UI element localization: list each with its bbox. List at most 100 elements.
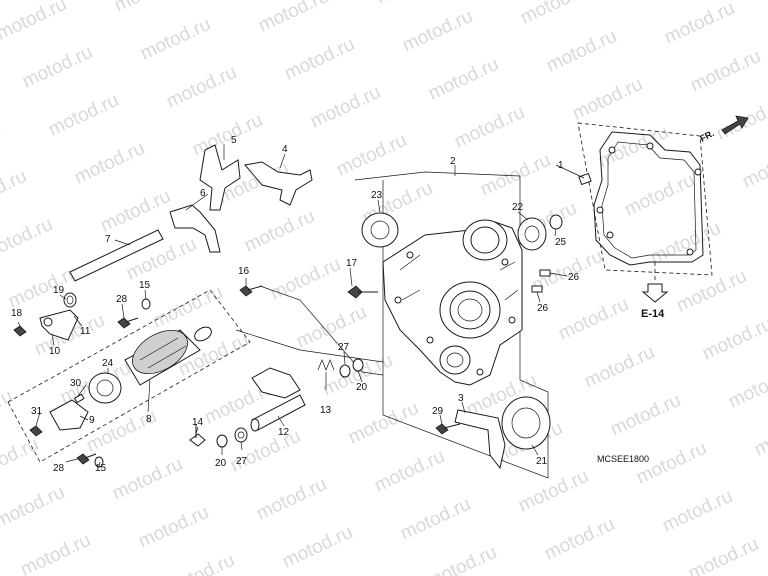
callout-number: 13 bbox=[320, 405, 332, 416]
watermark-text: motod.ru bbox=[111, 0, 188, 17]
watermark-text: motod.ru bbox=[45, 90, 122, 141]
oil-seal bbox=[549, 214, 563, 230]
bearing bbox=[517, 217, 547, 251]
watermark-text: motod.ru bbox=[279, 522, 356, 573]
callout-number: 9 bbox=[89, 415, 95, 426]
watermark-text: motod.ru bbox=[97, 186, 174, 237]
callout-number: 27 bbox=[236, 456, 248, 467]
callout-number: 1 bbox=[558, 160, 564, 171]
callout-number: 28 bbox=[116, 294, 128, 305]
watermark-text: motod.ru bbox=[621, 170, 698, 221]
callout-number: 29 bbox=[432, 406, 444, 417]
callout-number: 30 bbox=[70, 378, 82, 389]
callout-number: 20 bbox=[356, 382, 368, 393]
watermark-text: motod.ru bbox=[581, 342, 658, 393]
callout-number: 6 bbox=[200, 188, 206, 199]
shift-fork bbox=[199, 144, 241, 211]
bearing bbox=[501, 396, 551, 450]
diagram-code: MCSEE1800 bbox=[597, 454, 649, 464]
bolt bbox=[239, 285, 263, 297]
watermark-text: motod.ru bbox=[373, 0, 450, 9]
callout-number: 7 bbox=[105, 234, 111, 245]
right-arrow-icon bbox=[721, 115, 749, 135]
crankcase bbox=[382, 219, 523, 386]
watermark-text: motod.ru bbox=[399, 6, 476, 57]
watermark-text: motod.ru bbox=[699, 314, 768, 365]
callout-number: 24 bbox=[102, 358, 114, 369]
page-reference: E-14 bbox=[641, 262, 669, 320]
watermark-text: motod.ru bbox=[543, 26, 620, 77]
callout-number: 26 bbox=[568, 272, 580, 283]
callout-number: 14 bbox=[192, 417, 204, 428]
group-outlines bbox=[7, 122, 713, 479]
watermark-text: motod.ru bbox=[517, 0, 594, 29]
bearing bbox=[88, 372, 122, 404]
callout-number: 2 bbox=[450, 156, 456, 167]
watermark-text: motod.ru bbox=[725, 362, 768, 413]
drum-center bbox=[49, 399, 89, 431]
bolt bbox=[435, 423, 461, 435]
callout-number: 17 bbox=[346, 258, 358, 269]
watermark-text: motod.ru bbox=[477, 150, 554, 201]
watermark-text: motod.ru bbox=[555, 294, 632, 345]
callout-number: 26 bbox=[537, 303, 549, 314]
watermark-text: motod.ru bbox=[293, 302, 370, 353]
bolt bbox=[347, 285, 378, 299]
watermark-text: motod.ru bbox=[307, 82, 384, 133]
bolt bbox=[117, 317, 139, 329]
gearshift-spindle bbox=[250, 367, 306, 432]
watermark-text: motod.ru bbox=[0, 214, 56, 265]
leader-lines bbox=[17, 144, 568, 468]
watermark-text: motod.ru bbox=[687, 46, 764, 97]
bearing bbox=[361, 212, 399, 248]
watermark-text: motod.ru bbox=[515, 466, 592, 517]
callout-number: 16 bbox=[238, 266, 250, 277]
washer bbox=[216, 434, 228, 448]
callout-number: 11 bbox=[80, 326, 91, 337]
watermark-text: motod.ru bbox=[397, 494, 474, 545]
watermark-text: motod.ru bbox=[17, 530, 94, 576]
watermark-text: motod.ru bbox=[345, 398, 422, 449]
callout-number: 18 bbox=[11, 308, 23, 319]
callout-numbers: 1 2 3 4 5 6 7 8 9 10 11 12 13 14 15 15 1… bbox=[11, 135, 580, 474]
watermark-text: motod.ru bbox=[685, 534, 762, 576]
watermark-text: motod.ru bbox=[163, 62, 240, 113]
watermark-text: motod.ru bbox=[425, 54, 502, 105]
watermark-text: motod.ru bbox=[659, 486, 736, 537]
watermark-text: motod.ru bbox=[135, 502, 212, 553]
watermark-text: motod.ru bbox=[267, 254, 344, 305]
callout-number: 27 bbox=[338, 342, 350, 353]
page-reference-label: E-14 bbox=[641, 308, 665, 320]
fork-shaft bbox=[69, 229, 164, 282]
watermark-text: motod.ru bbox=[0, 166, 30, 217]
dowel-pin bbox=[555, 164, 592, 186]
callout-number: 12 bbox=[278, 427, 290, 438]
callout-number: 22 bbox=[512, 202, 524, 213]
pin-bolt bbox=[189, 424, 206, 447]
watermark-text: motod.ru bbox=[595, 122, 672, 173]
seal-and-washer bbox=[339, 358, 364, 378]
watermark-text: motod.ru bbox=[71, 138, 148, 189]
watermark-text: motod.ru bbox=[109, 454, 186, 505]
watermark-text: motod.ru bbox=[0, 118, 4, 169]
watermark-text: motod.ru bbox=[569, 74, 646, 125]
watermark-text: motod.ru bbox=[0, 434, 42, 485]
callout-number: 5 bbox=[231, 135, 237, 146]
return-spring bbox=[317, 359, 335, 390]
watermark-text: motod.ru bbox=[0, 0, 70, 45]
shift-fork bbox=[244, 161, 313, 206]
watermark-text: motod.ru bbox=[451, 102, 528, 153]
watermark-text: motod.ru bbox=[607, 390, 684, 441]
stopper-arm bbox=[39, 309, 79, 341]
watermark-text: motod.ru bbox=[423, 542, 500, 576]
callout-number: 15 bbox=[139, 280, 151, 291]
watermark-text: motod.ru bbox=[0, 482, 68, 533]
bearing-set-plate bbox=[454, 409, 506, 470]
spring bbox=[63, 292, 77, 308]
callout-number: 19 bbox=[53, 285, 65, 296]
callout-number: 15 bbox=[95, 463, 107, 474]
watermark-text: motod.ru bbox=[661, 0, 738, 49]
callout-number: 21 bbox=[536, 456, 548, 467]
dowel-pin bbox=[73, 393, 85, 404]
